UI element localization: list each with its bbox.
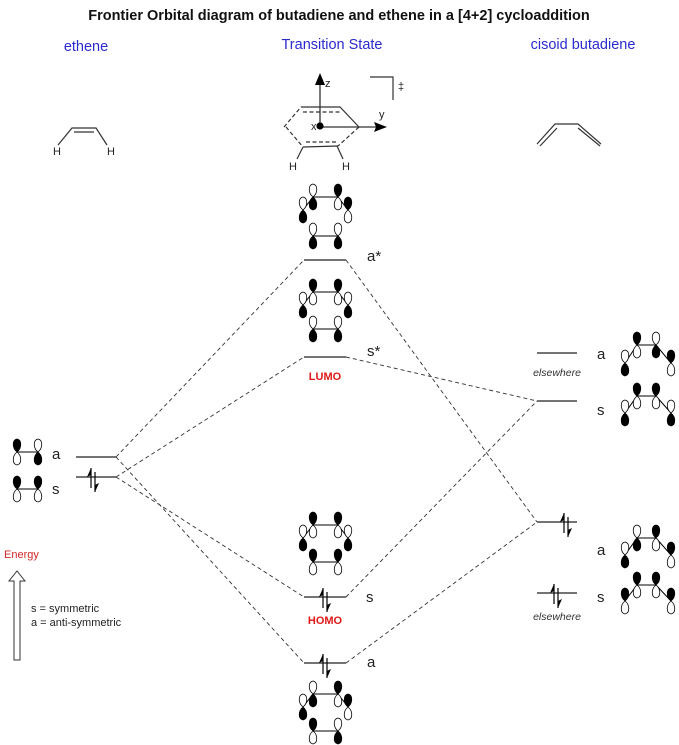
z-axis-arrowhead (315, 73, 325, 85)
bd-elsewhere-upper: elsewhere (533, 367, 581, 379)
line-ethene-a-to-ts-a (115, 456, 305, 664)
legend-anti-symmetric: a = anti-symmetric (31, 617, 122, 629)
ts-a-electron-pair-icon (318, 653, 332, 679)
line-ethene-a-to-ts-a-star (115, 259, 305, 458)
bd-orbital-s-upper-icon (621, 383, 675, 426)
bd-label-s-lower: s (597, 589, 605, 606)
column-heading-transition-state: Transition State (281, 37, 382, 53)
line-ts-s-to-bd-s (345, 400, 538, 598)
line-ethene-s-to-ts-s-star (115, 356, 305, 478)
ts-h-right: H (342, 161, 350, 173)
ts-s-electron-pair-icon (318, 587, 332, 613)
ts-orbital-a-icon (299, 681, 352, 744)
energy-arrow-icon (7, 570, 27, 661)
y-axis-arrowhead (374, 122, 387, 132)
ts-levels: a* s* LUMO s HOMO a (304, 248, 381, 679)
ethene-electron-pair-icon (86, 467, 100, 493)
ethene-h-right: H (107, 146, 115, 158)
ethene-h-left: H (53, 146, 61, 158)
ts-label-s-star: s* (367, 343, 381, 360)
ethene-orbital-s-icon (13, 476, 42, 502)
double-dagger: ‡ (398, 81, 404, 93)
ts-label-a-star: a* (367, 248, 381, 265)
bd-orbital-s-lower-icon (621, 572, 675, 614)
bd-orbital-a-upper-icon (621, 332, 675, 376)
butadiene-structure (536, 123, 602, 147)
bd-label-a-lower: a (597, 542, 606, 559)
ethene-levels: a s (13, 439, 116, 502)
bd-s-electron-pair-icon (549, 583, 563, 609)
legend-symmetric: s = symmetric (31, 603, 100, 615)
ts-orbital-s-star-icon (299, 279, 352, 342)
bd-label-s-upper: s (597, 402, 605, 419)
ts-orbital-a-star-icon (299, 184, 352, 249)
energy-legend: Energy s = symmetric a = anti-symmetric (4, 549, 122, 661)
butadiene-levels: elsewhere a s a elsewhere s (533, 346, 606, 623)
ethene-structure: H H (53, 127, 115, 158)
bd-elsewhere-lower: elsewhere (533, 611, 581, 623)
line-ts-a-star-to-bd-a (345, 259, 538, 523)
bd-label-a-upper: a (597, 346, 606, 363)
diagram-title: Frontier Orbital diagram of butadiene an… (88, 8, 590, 24)
lumo-tag: LUMO (309, 371, 342, 383)
ethene-label-s: s (52, 481, 60, 498)
bd-a-electron-pair-icon (559, 512, 573, 538)
ethene-orbital-a-icon (13, 439, 42, 465)
ts-h-left: H (289, 161, 297, 173)
transition-state-structure: H H z y x ‡ (283, 73, 404, 173)
ts-label-a: a (367, 654, 376, 671)
x-label: x (311, 121, 317, 133)
homo-tag: HOMO (308, 615, 343, 627)
line-ts-a-to-bd-a (345, 521, 538, 664)
ts-label-s: s (366, 589, 374, 606)
correlation-lines (115, 259, 538, 664)
y-label: y (379, 109, 385, 121)
energy-label: Energy (4, 549, 39, 561)
column-heading-ethene: ethene (64, 39, 108, 55)
line-ts-s-star-to-bd-s (345, 356, 538, 402)
z-label: z (325, 78, 331, 90)
line-ethene-s-to-ts-s (115, 476, 305, 598)
column-heading-butadiene: cisoid butadiene (531, 37, 636, 53)
x-axis-dot (316, 122, 324, 130)
bd-orbital-a-lower-icon (621, 525, 675, 568)
ts-orbital-s-icon (299, 512, 352, 575)
ethene-label-a: a (52, 446, 61, 463)
